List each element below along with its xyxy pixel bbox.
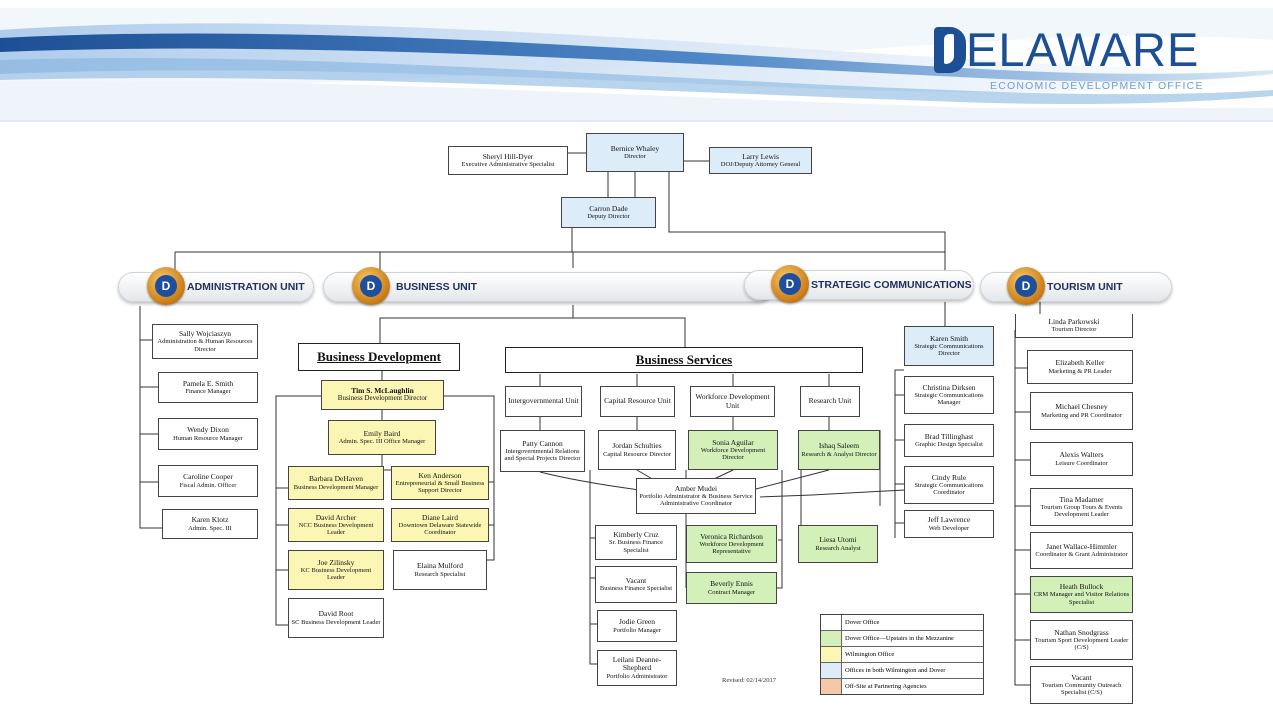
legend-swatch [821, 663, 842, 678]
brand-subtitle: ECONOMIC DEVELOPMENT OFFICE [990, 80, 1204, 92]
org-box-intergovernmental-unit: Intergovernmental Unit [505, 386, 582, 417]
unit-label: ADMINISTRATION UNIT [187, 281, 305, 293]
delaware-seal-icon: D [352, 267, 390, 305]
business-unit-banner: D BUSINESS UNIT [323, 267, 773, 305]
unit-label: BUSINESS UNIT [396, 281, 478, 293]
stratcom-unit-banner: D STRATEGIC COMMUNICATIONS [744, 265, 974, 303]
office-legend: Dover Office Dover Office—Upstairs in th… [820, 614, 984, 695]
delaware-seal-icon: D [147, 267, 185, 305]
unit-label: STRATEGIC COMMUNICATIONS [811, 279, 972, 291]
header-banner: ELAWARE ECONOMIC DEVELOPMENT OFFICE [0, 0, 1273, 122]
org-box-research-unit: Research Unit [800, 386, 860, 417]
delaware-logo: ELAWARE [934, 26, 1199, 73]
delaware-seal-icon: D [1007, 267, 1045, 305]
admin-unit-banner: D ADMINISTRATION UNIT [118, 267, 314, 305]
unit-label: TOURISM UNIT [1047, 281, 1123, 293]
org-box-workforce-unit: Workforce Development Unit [690, 386, 775, 417]
brand-name: ELAWARE [966, 23, 1200, 76]
business-services-header: Business Services [505, 347, 863, 373]
legend-swatch [821, 615, 842, 630]
delaware-seal-icon: D [771, 265, 809, 303]
legend-item: Off-Site at Partnering Agencies [821, 679, 983, 694]
legend-item: Dover Office—Upstairs in the Mezzanine [821, 631, 983, 647]
tourism-unit-banner: D TOURISM UNIT [980, 267, 1172, 305]
legend-swatch [821, 679, 842, 694]
revised-date: Revised: 02/14/2017 [722, 677, 776, 684]
legend-item: Wilmington Office [821, 647, 983, 663]
legend-swatch [821, 631, 842, 646]
legend-item: Dover Office [821, 615, 983, 631]
business-development-header: Business Development [298, 343, 460, 371]
legend-swatch [821, 647, 842, 662]
delaware-state-icon [934, 26, 966, 73]
org-box-capital-resource-unit: Capital Resource Unit [600, 386, 675, 417]
legend-item: Offices in both Wilmington and Dover [821, 663, 983, 679]
